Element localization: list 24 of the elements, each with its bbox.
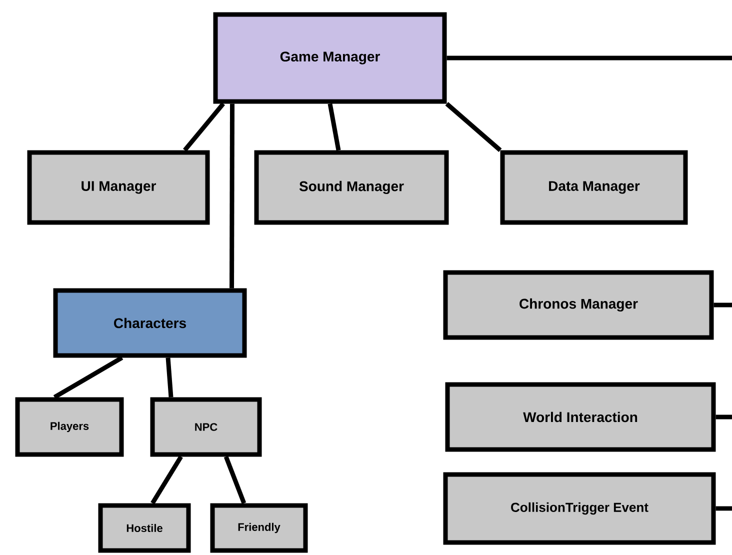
connector-line (328, 103, 341, 151)
process-box: Hostile (98, 503, 191, 553)
process-box: CollisionTrigger Event (443, 472, 716, 545)
process-box: World Interaction (445, 382, 716, 452)
process-box: Characters (53, 288, 247, 358)
connector-line (183, 102, 225, 152)
process-box: Game Manager (213, 12, 447, 104)
process-box: Sound Manager (254, 150, 449, 225)
connector-line (445, 102, 502, 152)
process-box: NPC (150, 397, 262, 457)
connector-line (150, 456, 183, 504)
process-box: Chronos Manager (443, 270, 714, 340)
connector-line (53, 356, 124, 400)
connector-line (166, 358, 174, 398)
connector-line (714, 302, 732, 308)
connector-line (230, 104, 234, 288)
process-box: UI Manager (27, 150, 210, 225)
connector-line (716, 506, 732, 511)
connector-line (446, 56, 732, 60)
connector-line (716, 414, 732, 420)
connector-line (224, 456, 246, 504)
process-box: Friendly (210, 503, 308, 553)
process-box: Players (15, 397, 124, 457)
process-box: Data Manager (500, 150, 688, 225)
